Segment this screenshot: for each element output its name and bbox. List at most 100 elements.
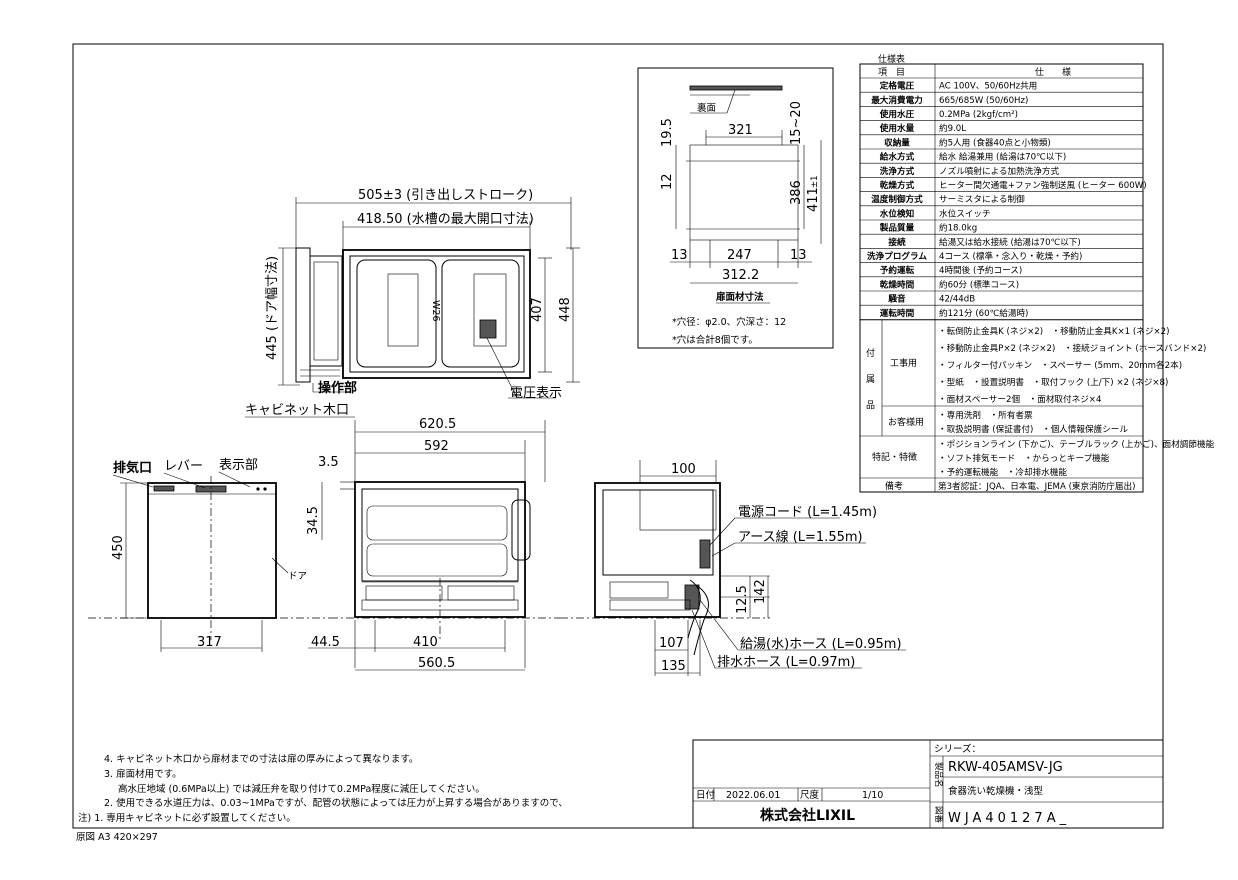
dim-321: 321 [728,123,753,138]
spec-row-key: 乾燥方式 [880,179,915,191]
spec-row-value: 約60分 (標準コース) [939,278,1019,290]
dim-411: 411 [806,187,821,212]
title-block: 日付 2022.06.01 尺度 1/10 株式会社LIXIL シリーズ： 製品… [692,739,1164,829]
label-cabinet-edge: キャビネット木口 [245,403,349,418]
top-view: 505±3 (引き出しストローク) 418.50 (水槽の最大開口寸法) 445… [245,188,580,418]
spec-row-key: 温度制御方式 [871,193,923,205]
dim-560-5: 560.5 [418,656,455,671]
note-4: 4. キャビネット木口から扉材までの寸法は扉の厚みによって異なります。 [104,753,418,765]
spec-row-value: ノズル噴射による加熱洗浄方式 [939,165,1059,177]
dim-386: 386 [789,180,804,205]
label-back-side: 裏面 [697,102,716,114]
label-display: 表示部 [219,458,258,473]
spec-row-key: 騒音 [888,293,906,305]
panel-note-hole-count: *穴は合計8個です。 [672,334,758,346]
scale-label: 尺度 [800,789,820,801]
acc-work-4: ・面材スペーサー2個 ・面材取付ネジ×4 [938,393,1101,405]
date-value: 2022.06.01 [726,790,780,801]
spec-row-key: 予約運転 [880,264,915,276]
dim-450: 450 [111,535,126,560]
paper-size: 原図 A3 420×297 [76,832,158,843]
spec-row-value: 給水 給湯兼用 (給湯は70℃以下) [939,151,1066,163]
drawing-frame [72,43,1164,829]
acc-cust-0: ・専用洗剤 ・所有者票 [938,409,1033,421]
feat-1: ・ソフト排気モード ・からっとキープ機能 [938,452,1110,464]
spec-row-value: 約18.0kg [939,222,977,234]
dim-620-5: 620.5 [419,417,456,432]
acc-label-2: 属 [866,374,875,385]
spec-row-key: 水位検知 [880,207,914,219]
acc-work-2: ・フィルター付パッキン ・スペーサー (5mm、20mm各2本) [938,359,1182,371]
spec-row-key: 洗浄方式 [880,165,915,177]
dim-13-right: 13 [790,248,807,263]
remarks-label: 備考 [885,480,903,492]
spec-row-value: 給湯又は給水接続 (給湯は70℃以下) [939,236,1081,248]
label-door: ドア [288,571,307,582]
dim-142: 142 [753,579,768,604]
spec-row-value: ヒーター間欠通電+ファン強制送風 (ヒーター 600W) [939,179,1147,191]
spec-row-value: サーミスタによる制御 [939,193,1025,205]
dim-34-5: 34.5 [306,506,321,535]
dim-door-width: 445 (ドア幅寸法) [265,256,280,360]
label-earth-wire: アース線 (L=1.55m) [738,529,863,545]
dim-592: 592 [424,439,449,454]
label-lever: レバー [164,459,203,474]
dim-opening: 418.50 (水槽の最大開口寸法) [357,212,534,227]
spec-row-value: 665/685W (50/60Hz) [939,96,1028,106]
dim-15-20: 15~20 [789,101,804,145]
spec-row-value: 水位スイッチ [939,207,991,219]
dim-13-left: 13 [671,248,688,263]
dim-12-5: 12.5 [735,585,750,614]
spec-row-key: 使用水量 [879,122,915,134]
notes: 4. キャビネット木口から扉材までの寸法は扉の厚みによって異なります。 3. 扉… [76,753,568,843]
spec-row-value: 約121分 (60℃給湯時) [939,307,1028,319]
dim-410: 410 [413,635,438,650]
feat-2: ・予約運転機能 ・冷却排水機能 [938,466,1067,478]
panel-detail-title: 扉面材寸法 [715,291,764,303]
dim-12: 12 [660,173,675,190]
dim-19-5: 19.5 [660,118,675,147]
model-number: RKW-405AMSV-JG [948,760,1063,775]
dim-247: 247 [727,248,752,263]
feat-label: 特記・特徴 [872,451,917,463]
spec-row-key: 最大消費電力 [871,94,923,106]
company-name: 株式会社LIXIL [760,807,855,824]
note-1: 注) 1. 専用キャビネットに必ず設置してください。 [78,812,296,824]
spec-caption: 仕様表 [878,53,905,65]
label-power-cord: 電源コード (L=1.45m) [738,505,877,520]
spec-row-key: 運転時間 [880,307,915,319]
product-side-label: 製品名 [933,762,944,788]
spec-row-key: 洗浄プログラム [867,250,927,262]
dim-107: 107 [659,636,684,651]
label-exhaust-port: 排気口 [113,460,152,476]
dim-44-5: 44.5 [311,635,340,650]
spec-row-value: AC 100V、50/60Hz共用 [939,81,1037,92]
spec-row-value: 4コース (標準・念入り・乾燥・予約) [939,250,1082,262]
spec-row-key: 収納量 [884,136,910,148]
date-label: 日付 [696,790,716,801]
scale-value: 1/10 [862,790,883,801]
spec-head-spec: 仕 様 [1035,66,1071,78]
panel-note-hole-size: *穴径：φ2.0、穴深さ：12 [672,316,786,328]
dim-100: 100 [671,462,696,477]
acc-work-1: ・移動防止金具P×2 (ネジ×2) ・接続ジョイント (ホースバンド×2) [938,342,1206,354]
label-operation-panel: 操作部 [318,380,357,396]
series-label: シリーズ： [934,743,981,755]
dim-407: 407 [530,297,545,322]
spec-row-key: 定格電圧 [880,80,915,92]
inner-view: 620.5 592 3.5 34.5 44.5 410 560.5 [306,417,560,671]
acc-label-1: 付 [866,348,875,359]
note-3: 3. 扉面材用です。 [104,768,182,780]
spec-row-value: 0.2MPa (2kgf/cm²) [939,110,1018,120]
spec-row-value: 約9.0L [939,122,966,134]
spec-head-item: 項 目 [878,67,905,78]
label-supply-hose: 給湯(水)ホース (L=0.95m) [740,637,902,652]
note-2: 2. 使用できる水道圧力は、0.03~1MPaですが、配管の状態によっては圧力が… [104,797,568,809]
acc-label-3: 品 [866,400,875,411]
spec-row-value: 42/44dB [939,295,975,305]
label-voltage-display: 電圧表示 [510,386,562,401]
dim-411-tolerance: ±1 [810,175,820,188]
spec-row-key: 接続 [888,236,906,248]
